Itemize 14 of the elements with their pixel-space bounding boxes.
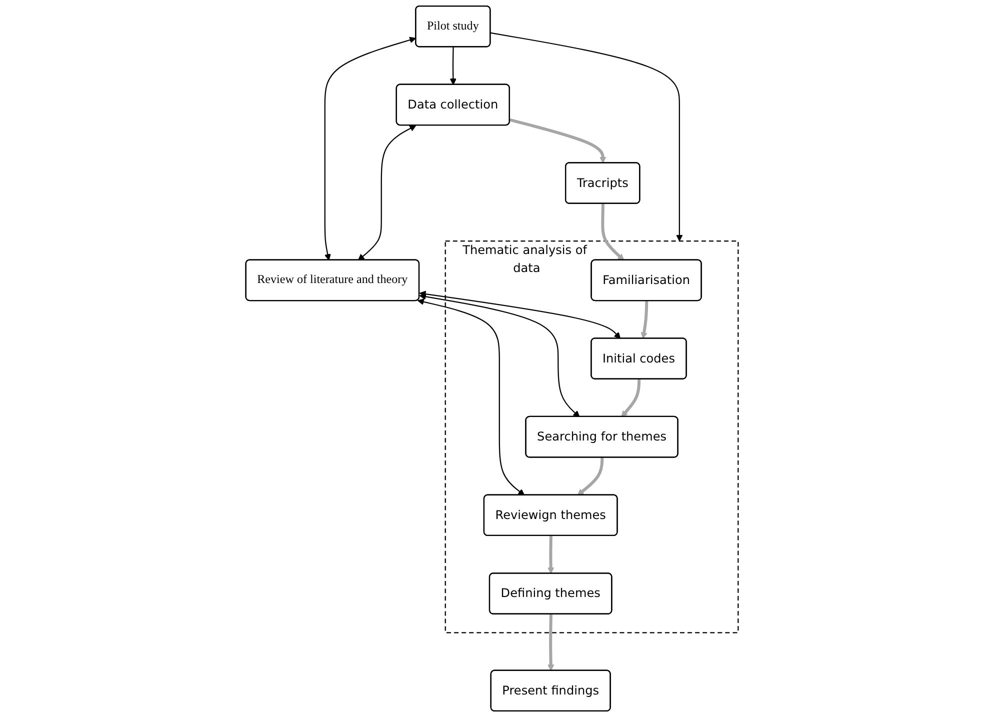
arrow [450,47,456,86]
arrow [548,614,554,671]
arrow [419,293,580,418]
arrow [324,36,416,261]
arrow [621,379,641,418]
arrow [417,298,525,496]
arrow [490,32,683,242]
arrow [640,300,648,339]
arrow [509,118,606,164]
arrow [548,536,554,574]
arrow [577,458,604,496]
arrow [601,204,624,261]
arrow [358,125,416,261]
arrow [419,290,621,339]
